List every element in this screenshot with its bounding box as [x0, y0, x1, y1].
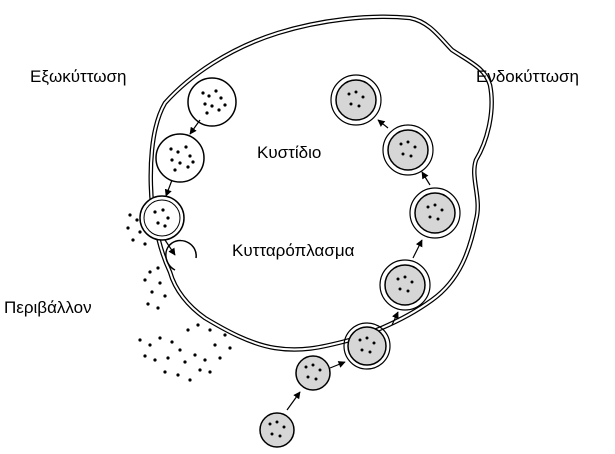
- released-particles: [126, 213, 232, 382]
- exocytosis-vesicle-2: [155, 133, 205, 183]
- vesicle-particles: [201, 89, 227, 115]
- vesicle-particles: [169, 145, 195, 172]
- exocytosis-vesicle-fusing: [139, 195, 185, 241]
- endocytosis-label: Ενδοκύττωση: [476, 67, 579, 86]
- endocytosis-vesicle-outside: [259, 412, 295, 448]
- endocytosis-vesicle-6: [330, 74, 382, 126]
- endocytosis-vesicle-5: [382, 124, 434, 176]
- cytoplasm-label: Κυτταρόπλασμα: [232, 241, 355, 260]
- endocytosis-vesicle-entering: [295, 355, 331, 391]
- endocytosis-vesicle-3: [379, 259, 431, 311]
- exocytosis-arrows: [164, 119, 201, 256]
- exocytosis-label: Εξωκύττωση: [30, 67, 127, 86]
- vesicle-label: Κυστίδιο: [257, 143, 322, 162]
- endocytosis-arrows: [286, 119, 431, 411]
- endocytosis-vesicle-4: [409, 187, 461, 239]
- cell-membrane: [148, 14, 494, 352]
- exocytosis-vesicle-open: [165, 239, 197, 271]
- endocytosis-vesicle-budding: [343, 322, 391, 370]
- exocytosis-vesicle-1: [187, 77, 237, 127]
- environment-label: Περιβάλλον: [4, 298, 92, 317]
